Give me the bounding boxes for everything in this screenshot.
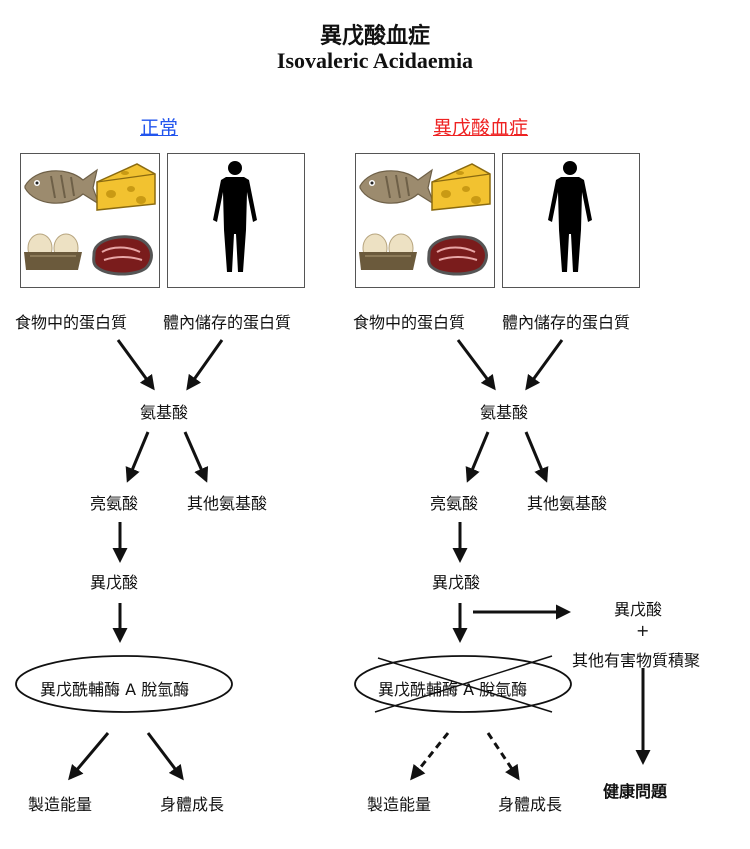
disease-eggs-icon	[358, 233, 418, 271]
disease-arrow-amino-to-leucine	[465, 431, 490, 483]
accumulation-harmful-label: 其他有害物質積聚	[572, 651, 701, 670]
normal-arrow-amino-to-leucine	[125, 431, 150, 483]
disease-arrow-body-to-amino	[525, 339, 564, 391]
title-chinese: 異戊酸血症	[319, 24, 430, 49]
normal-arrow-amino-to-other	[183, 431, 209, 483]
normal-amino-acids-label: 氨基酸	[140, 403, 189, 422]
disease-dashed-arrow-to-energy	[410, 732, 450, 781]
accumulation-acid-label: 異戊酸	[614, 600, 663, 619]
disease-dashed-arrow-to-growth	[486, 732, 520, 781]
enzyme-cross-line-1	[377, 657, 553, 713]
normal-heading: 正常	[140, 117, 179, 139]
normal-body-protein-label: 體內儲存的蛋白質	[163, 313, 292, 332]
disease-enzyme-label: 異戊酰輔酶 A 脫氫酶	[378, 680, 528, 699]
disease-other-amino-label: 其他氨基酸	[527, 494, 608, 513]
disease-heading: 異戊酸血症	[433, 117, 529, 139]
disease-energy-label: 製造能量	[367, 795, 432, 814]
normal-human-icon	[213, 161, 257, 272]
normal-eggs-icon	[23, 233, 83, 271]
normal-arrow-enzyme-to-growth	[146, 732, 184, 781]
normal-growth-label: 身體成長	[160, 795, 225, 814]
disease-arrow-food-to-amino	[456, 339, 496, 391]
normal-other-amino-label: 其他氨基酸	[187, 494, 268, 513]
normal-cheese-icon	[96, 163, 156, 211]
disease-cheese-icon	[431, 163, 491, 211]
normal-energy-label: 製造能量	[28, 795, 93, 814]
normal-fish-icon	[24, 169, 100, 205]
normal-enzyme-ellipse	[15, 655, 233, 713]
normal-leucine-label: 亮氨酸	[90, 494, 139, 513]
disease-isovaleric-acid-label: 異戊酸	[432, 573, 481, 592]
disease-amino-acids-label: 氨基酸	[480, 403, 529, 422]
accumulation-plus-label: +	[636, 621, 650, 640]
normal-arrow-body-to-amino	[186, 339, 224, 391]
health-problems-label: 健康問題	[603, 782, 668, 801]
normal-food-protein-label: 食物中的蛋白質	[15, 313, 128, 332]
disease-body-protein-label: 體內儲存的蛋白質	[502, 313, 631, 332]
normal-isovaleric-acid-label: 異戊酸	[90, 573, 139, 592]
normal-enzyme-label: 異戊酰輔酶 A 脫氫酶	[40, 680, 190, 699]
normal-steak-icon	[92, 235, 153, 276]
normal-arrow-enzyme-to-energy	[68, 732, 110, 781]
title-english: Isovaleric Acidaemia	[276, 48, 474, 73]
disease-food-protein-label: 食物中的蛋白質	[353, 313, 466, 332]
disease-growth-label: 身體成長	[498, 795, 563, 814]
enzyme-cross-line-2	[374, 655, 553, 713]
disease-steak-icon	[427, 235, 488, 276]
disease-enzyme-ellipse	[354, 655, 572, 713]
normal-arrow-food-to-amino	[116, 339, 155, 391]
disease-arrow-amino-to-other	[524, 431, 549, 483]
disease-fish-icon	[359, 169, 435, 205]
disease-leucine-label: 亮氨酸	[430, 494, 479, 513]
disease-human-icon	[548, 161, 592, 272]
